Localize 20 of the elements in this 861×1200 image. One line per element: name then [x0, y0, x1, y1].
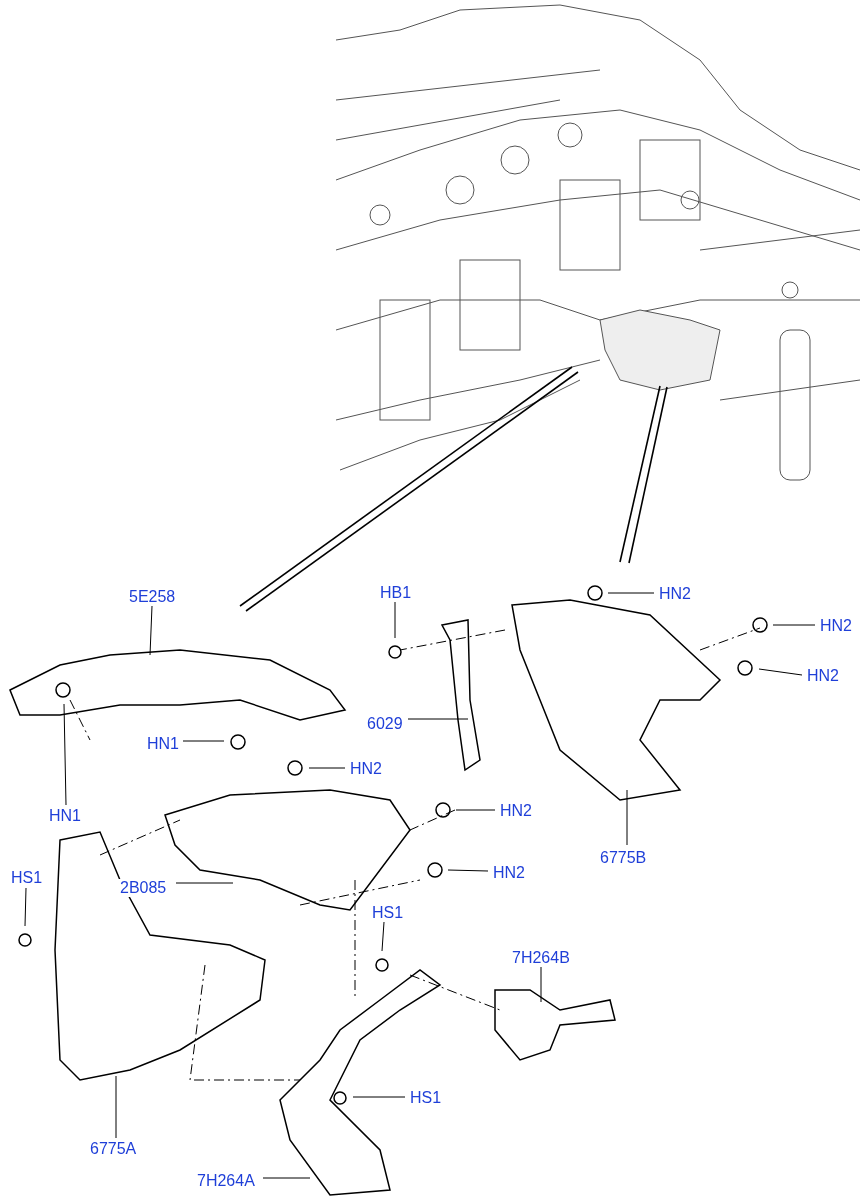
- leader-line: [308, 767, 346, 769]
- leader-line: [24, 887, 27, 927]
- leader-line: [149, 605, 153, 656]
- leader-line: [772, 624, 816, 626]
- leader-line: [394, 601, 396, 639]
- leader-line: [407, 718, 469, 720]
- leader-line: [381, 921, 385, 952]
- leader-line: [540, 966, 542, 1003]
- callout-label: 2B085: [118, 879, 169, 897]
- leader-line: [626, 789, 628, 846]
- leader-line: [455, 809, 496, 811]
- leader-line: [175, 882, 234, 884]
- leader-line: [115, 1075, 117, 1139]
- leader-line: [607, 592, 655, 594]
- leader-line: [63, 703, 67, 806]
- leader-line: [352, 1096, 406, 1098]
- leader-line: [182, 740, 225, 742]
- leader-line: [758, 668, 803, 676]
- leader-line: [262, 1177, 311, 1179]
- leader-line: [447, 869, 489, 872]
